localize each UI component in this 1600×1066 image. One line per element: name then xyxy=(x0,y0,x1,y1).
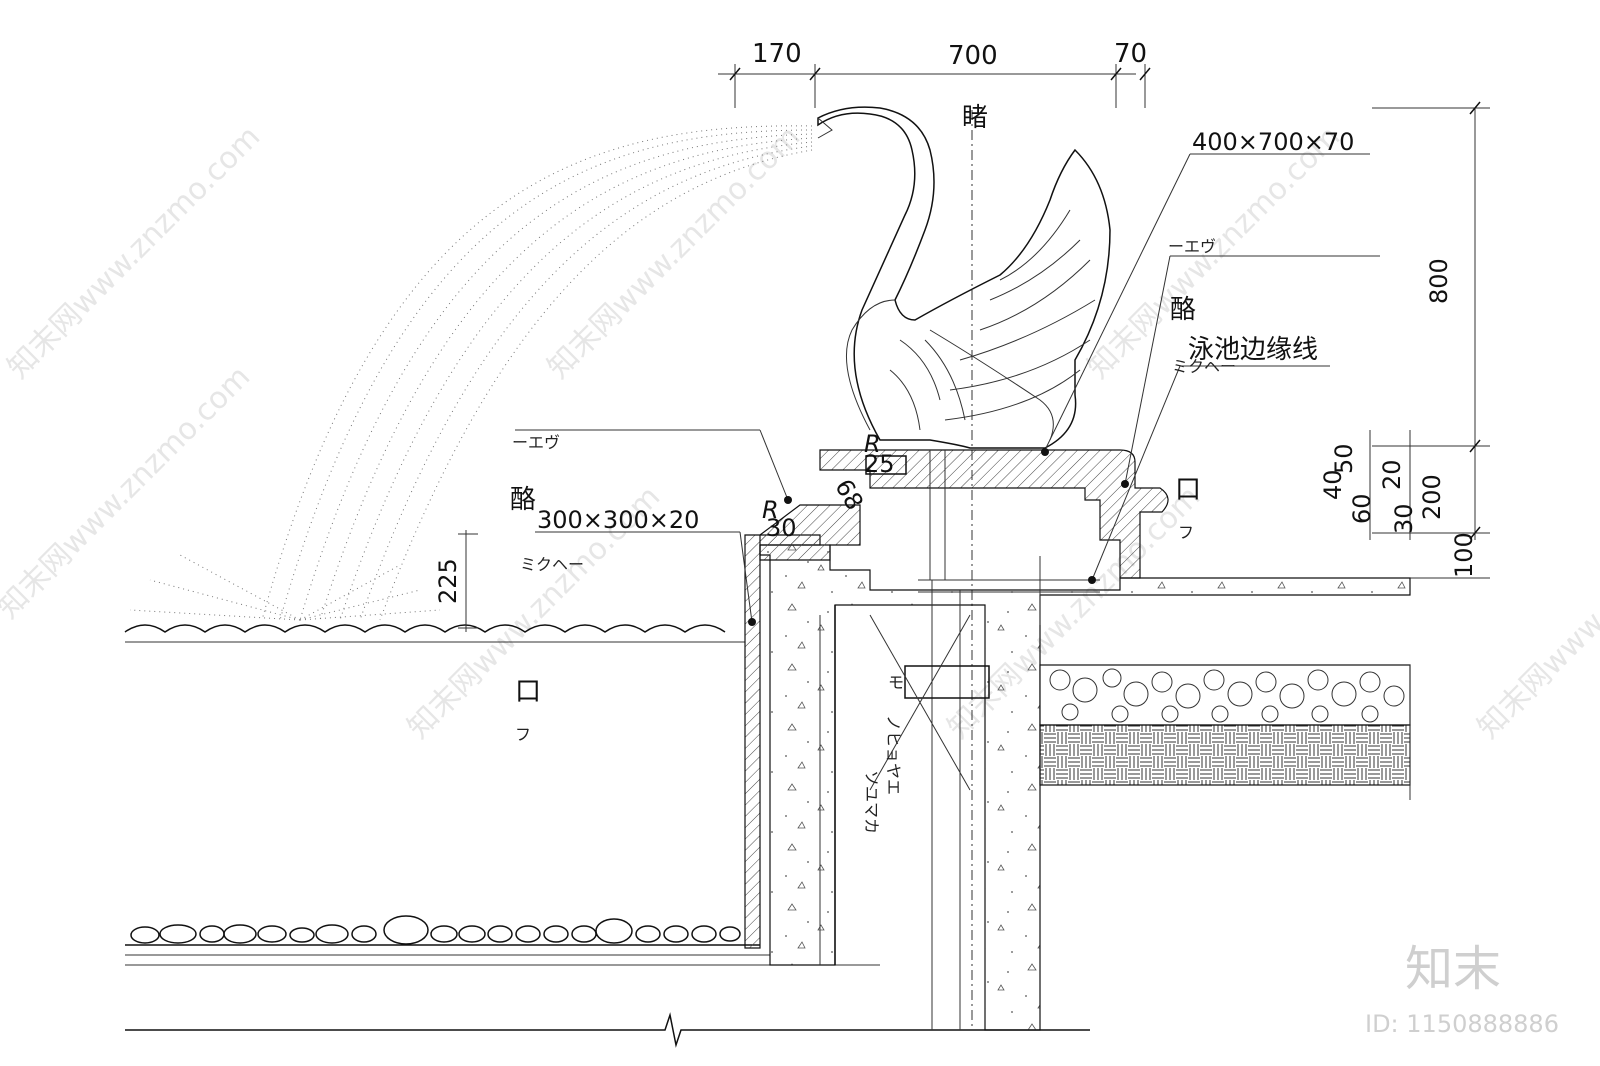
right-char: 酪 xyxy=(1170,295,1196,325)
watermark-text: 知末网www.znzmo.com xyxy=(0,359,257,625)
watermark-text: 知末网www.znzmo.com xyxy=(1471,479,1600,745)
center-axis: 睹 xyxy=(962,103,988,1030)
pebble-bed xyxy=(125,915,880,966)
left-garbled-tail: フ xyxy=(515,725,531,744)
left-garbled-bottom: ミクヘー xyxy=(520,555,584,574)
supply-pipe xyxy=(869,556,1100,1030)
right-box-glyph: 口 xyxy=(1175,475,1201,505)
watermark-text: 知末网www.znzmo.com xyxy=(1,119,267,385)
right-garbled-tail: フ xyxy=(1178,523,1194,542)
jet-dimension: 225 xyxy=(434,530,478,632)
left-box-glyph: 口 xyxy=(515,677,541,707)
label-left-plate: 300×300×20 xyxy=(537,506,699,534)
water-surface xyxy=(124,624,745,643)
left-garbled-top: ーエヴ xyxy=(512,433,560,452)
image-id: ID: 1150888886 xyxy=(1365,1010,1559,1038)
dim-700: 700 xyxy=(948,41,998,71)
watermark-text: 知末网www.znzmo.com xyxy=(541,119,807,385)
axis-label: 睹 xyxy=(962,103,988,133)
break-line xyxy=(125,1012,1090,1048)
water-spray xyxy=(129,125,813,621)
dim-70: 70 xyxy=(1114,39,1147,69)
label-pool-edge: 泳池边缘线 xyxy=(1188,335,1318,365)
annotations: 400×700×70 泳池边缘线 ーエヴ 酪 ミクヘー 口 フ ーエヴ 酪 ミク… xyxy=(510,128,1380,834)
pipe-text-3: ソユマカ xyxy=(862,770,881,834)
dim-30: 30 xyxy=(1390,503,1418,534)
swan-sculpture xyxy=(817,106,1111,580)
pipe-text-2: ノヒョヤエ xyxy=(884,715,903,795)
dim-40: 40 xyxy=(1319,469,1347,500)
dim-170: 170 xyxy=(752,39,802,69)
pipe-text-1: モ xyxy=(888,673,904,692)
right-garbled-bottom: ミクヘー xyxy=(1172,357,1236,376)
dim-100: 100 xyxy=(1450,532,1478,578)
radius-25: 25 xyxy=(864,450,895,478)
gravel-layer xyxy=(1039,664,1411,800)
top-dimension-chain: 170 700 70 xyxy=(718,39,1151,108)
right-dimension-chain: 800 50 40 60 20 30 200 100 xyxy=(1319,101,1490,579)
brand-logo: 知末 xyxy=(1405,941,1501,997)
dim-20: 20 xyxy=(1378,459,1406,490)
dim-200: 200 xyxy=(1418,474,1446,520)
dim-60: 60 xyxy=(1348,493,1376,524)
radius-letter-left: R xyxy=(762,496,779,524)
right-garbled-top: ーエヴ xyxy=(1168,237,1216,256)
radius-letter-top: R xyxy=(864,430,881,458)
dim-225: 225 xyxy=(434,558,462,604)
radius-30: 30 xyxy=(766,514,797,542)
dim-50: 50 xyxy=(1330,443,1358,474)
brand-watermark: 知末 ID: 1150888886 xyxy=(1365,941,1559,1038)
label-top-plate: 400×700×70 xyxy=(1192,128,1354,156)
dim-800: 800 xyxy=(1425,258,1453,304)
left-char: 酪 xyxy=(510,485,536,515)
